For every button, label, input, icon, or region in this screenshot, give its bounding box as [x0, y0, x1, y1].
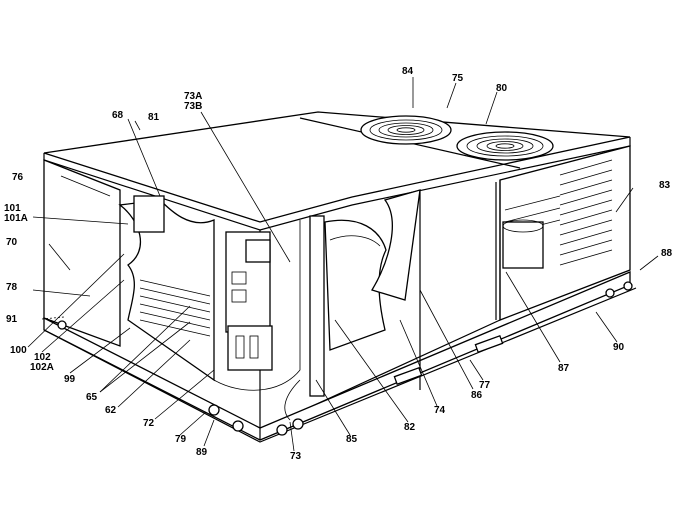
- label-91: 91: [6, 314, 18, 325]
- label-100: 100: [10, 345, 27, 356]
- leader-lines: [27, 77, 659, 452]
- label-89: 89: [196, 447, 208, 458]
- label-62: 62: [105, 405, 117, 416]
- part-labels: 84 75 80 68 81 73A 73B 76 83 101 101A 70…: [4, 66, 673, 462]
- label-84: 84: [402, 66, 414, 77]
- label-78: 78: [6, 282, 18, 293]
- label-101: 101: [4, 203, 21, 214]
- label-99: 99: [64, 374, 76, 385]
- label-72: 72: [143, 418, 155, 429]
- label-87: 87: [558, 363, 570, 374]
- label-79: 79: [175, 434, 187, 445]
- label-76: 76: [12, 172, 24, 183]
- label-88: 88: [661, 248, 673, 259]
- label-70: 70: [6, 237, 18, 248]
- condenser-coil: [502, 159, 613, 269]
- label-81: 81: [148, 112, 160, 123]
- base-holes: [57, 281, 633, 436]
- label-101a: 101A: [4, 213, 28, 224]
- label-80: 80: [496, 83, 508, 94]
- condenser-fans: [360, 115, 554, 161]
- label-77: 77: [479, 380, 491, 391]
- label-73a: 73A: [184, 91, 202, 102]
- label-85: 85: [346, 434, 358, 445]
- label-83: 83: [659, 180, 671, 191]
- label-68: 68: [112, 110, 124, 121]
- blower-section: [309, 182, 504, 397]
- label-102: 102: [34, 352, 51, 363]
- label-73: 73: [290, 451, 302, 462]
- label-86: 86: [471, 390, 483, 401]
- label-65-left: 65: [86, 392, 98, 403]
- label-90: 90: [613, 342, 625, 353]
- label-82: 82: [404, 422, 416, 433]
- label-75: 75: [452, 73, 464, 84]
- label-74: 74: [434, 405, 446, 416]
- label-73b: 73B: [184, 101, 202, 112]
- label-102a: 102A: [30, 362, 54, 373]
- control-section: [118, 195, 301, 421]
